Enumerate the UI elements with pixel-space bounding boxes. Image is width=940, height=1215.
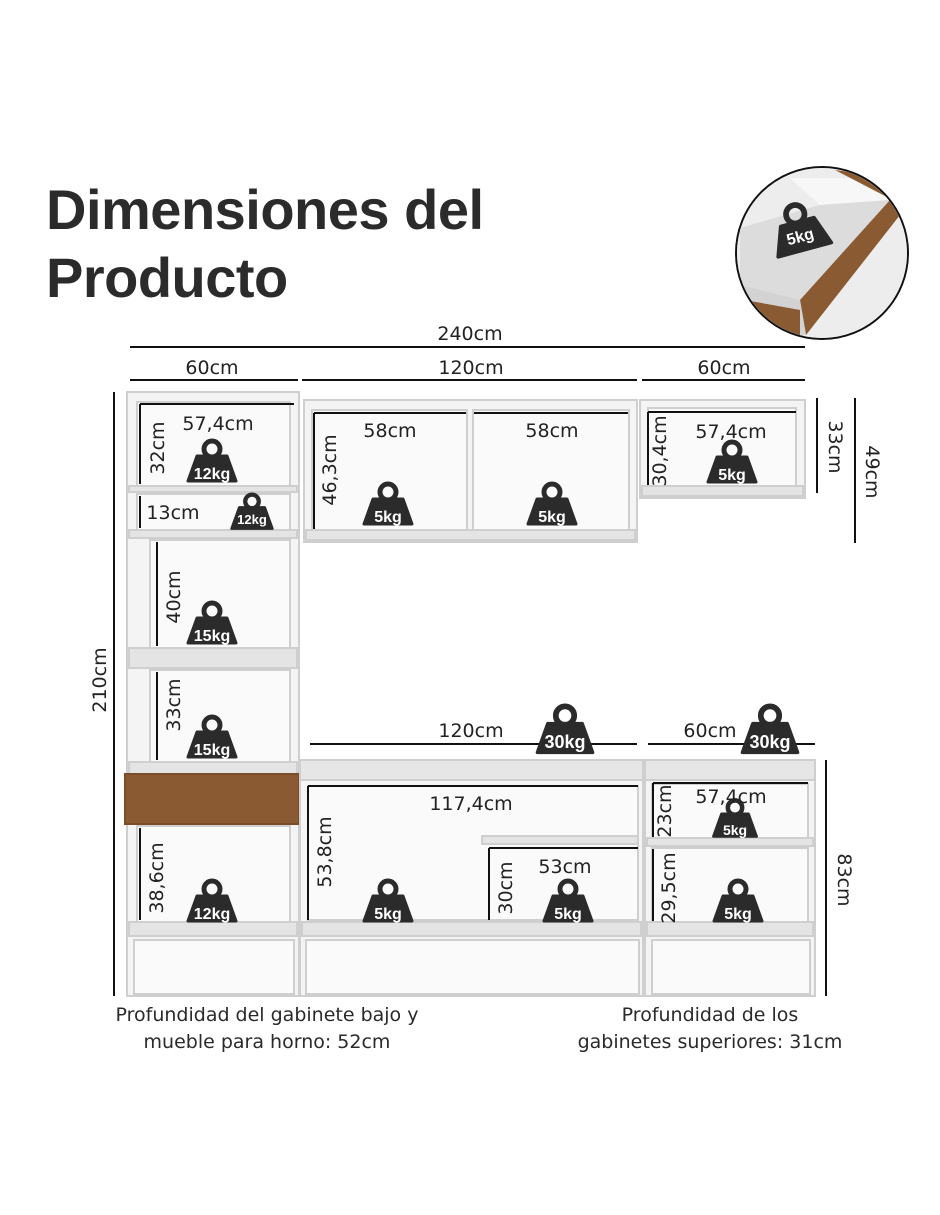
- tower-base-height-label: 38,6cm: [146, 842, 168, 913]
- middle-width-label: 120cm: [438, 357, 503, 379]
- lower-depth-line-2: mueble para horno: 52cm: [143, 1031, 391, 1053]
- upper-right-weight: 5kg: [718, 467, 746, 484]
- upper-right-total-label: 49cm: [861, 445, 883, 498]
- upper-depth-line-1: Profundidad de los: [621, 1004, 799, 1026]
- upper-depth-note: Profundidad de los gabinetes superiores:…: [560, 1002, 860, 1056]
- dimension-labels: 240cm 60cm 120cm 60cm 210cm 33cm 49cm 83…: [89, 323, 883, 924]
- lower-right-width-label: 57,4cm: [695, 786, 766, 808]
- upper-mid-right-width-label: 58cm: [525, 420, 578, 442]
- upper-mid-left-weight: 5kg: [374, 509, 402, 526]
- countertop-middle-label: 120cm: [438, 720, 503, 742]
- upper-mid-right-weight: 5kg: [538, 509, 566, 526]
- page-title: Dimensiones del Producto: [46, 176, 484, 312]
- lower-mid-inner-width-label: 53cm: [538, 856, 591, 878]
- title-line-2: Producto: [46, 246, 288, 309]
- title-line-1: Dimensiones del: [46, 178, 484, 241]
- weight-labels: 12kg 12kg 15kg 15kg 12kg 5kg 5kg 5kg 30k…: [194, 466, 791, 923]
- lower-mid-weight: 5kg: [374, 906, 402, 923]
- upper-right-width-label: 57,4cm: [695, 421, 766, 443]
- tower-low-weight: 15kg: [194, 742, 230, 759]
- tower-top-height-label: 32cm: [147, 421, 169, 474]
- drawer-inset: 5kg: [735, 166, 909, 340]
- tower-top-weight: 12kg: [194, 466, 230, 483]
- upper-mid-left-width-label: 58cm: [363, 420, 416, 442]
- right-width-label: 60cm: [697, 357, 750, 379]
- lower-right-top-weight: 5kg: [723, 822, 747, 838]
- tower-base-weight: 12kg: [194, 906, 230, 923]
- cabinets: [124, 391, 816, 997]
- drawer-front: [124, 773, 300, 825]
- lower-right-bottom-weight: 5kg: [724, 906, 752, 923]
- tower-mid-weight: 15kg: [194, 628, 230, 645]
- left-width-label: 60cm: [185, 357, 238, 379]
- countertop-right-label: 60cm: [683, 720, 736, 742]
- lower-height-label: 83cm: [833, 853, 855, 906]
- lower-mid-height-label: 53,8cm: [314, 816, 336, 887]
- upper-mid-height-label: 46,3cm: [319, 434, 341, 505]
- lower-right-top-height-label: 23cm: [654, 784, 676, 837]
- total-width-label: 240cm: [437, 323, 502, 345]
- dimension-lines: [113, 346, 856, 996]
- lower-mid-inner-height-label: 30cm: [495, 861, 517, 914]
- upper-depth-line-2: gabinetes superiores: 31cm: [577, 1031, 843, 1053]
- upper-right-inner-height-label: 30,4cm: [649, 415, 671, 486]
- lower-mid-width-label: 117,4cm: [429, 793, 512, 815]
- counter-mid-weight: 30kg: [544, 732, 585, 752]
- inset-weight-label: 5kg: [785, 226, 816, 250]
- lower-right-bottom-height-label: 29,5cm: [658, 852, 680, 923]
- lower-depth-note: Profundidad del gabinete bajo y mueble p…: [96, 1002, 438, 1056]
- upper-right-height-label: 33cm: [824, 420, 846, 473]
- tower-mid-height-label: 40cm: [163, 570, 185, 623]
- total-height-label: 210cm: [89, 647, 111, 712]
- tower-slot-weight: 12kg: [237, 512, 267, 527]
- lower-mid-inner-weight: 5kg: [554, 906, 582, 923]
- tower-slot-height-label: 13cm: [146, 502, 199, 524]
- lower-depth-line-1: Profundidad del gabinete bajo y: [115, 1004, 419, 1026]
- counter-right-weight: 30kg: [749, 732, 790, 752]
- tower-low-height-label: 33cm: [163, 678, 185, 731]
- tower-top-width-label: 57,4cm: [182, 413, 253, 435]
